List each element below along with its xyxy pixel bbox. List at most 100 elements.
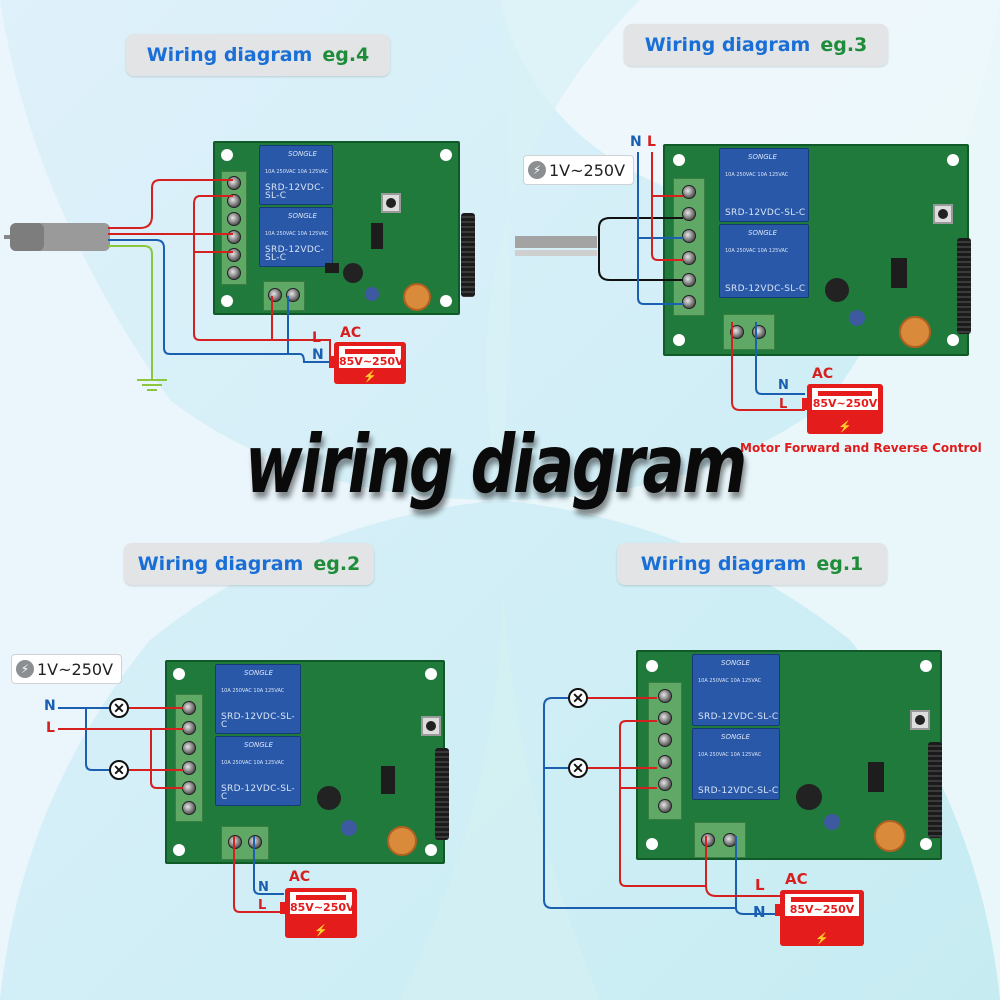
output-terminal-block: [673, 178, 705, 316]
learn-button: [910, 710, 930, 730]
relay-board: SONGLE 10A 250VAC 10A 125VAC SRD-12VDC-S…: [636, 650, 942, 860]
panel-title-eg3: Wiring diagram eg.3: [624, 24, 888, 66]
lightning-icon: ⚡: [815, 933, 829, 945]
relay-spec: 10A 250VAC 10A 125VAC: [265, 169, 329, 175]
title-main-text: Wiring diagram: [640, 553, 807, 575]
relay-model: SRD-12VDC-SL-C: [221, 784, 295, 802]
title-tag-text: eg.2: [313, 553, 361, 575]
relay-module: SONGLE 10A 250VAC 10A 125VAC SRD-12VDC-S…: [215, 664, 301, 734]
relay-model: SRD-12VDC-SL-C: [265, 183, 325, 201]
title-main-text: Wiring diagram: [137, 553, 304, 575]
line-label: L: [755, 876, 765, 894]
relay-brand: SONGLE: [748, 229, 777, 237]
ac-label: AC: [340, 325, 362, 341]
relay-brand: SONGLE: [748, 153, 777, 161]
relay-module: SONGLE 10A 250VAC 10A 125VAC SRD-12VDC-S…: [215, 736, 301, 806]
neutral-label: N: [312, 347, 324, 363]
line-label: L: [46, 720, 55, 736]
relay-module: SONGLE 10A 250VAC 10A 125VAC SRD-12VDC-S…: [259, 145, 333, 205]
lamp-icon: ✕: [568, 758, 588, 778]
ac-label: AC: [289, 869, 311, 885]
relay-brand: SONGLE: [721, 733, 750, 741]
ac-voltage-range: 85V~250V: [812, 397, 878, 410]
lightning-icon: ⚡: [314, 925, 328, 937]
relay-board: SONGLE 10A 250VAC 10A 125VAC SRD-12VDC-S…: [213, 141, 475, 315]
neutral-label: N: [258, 880, 269, 895]
relay-spec: 10A 250VAC 10A 125VAC: [221, 760, 285, 766]
relay-spec: 10A 250VAC 10A 125VAC: [725, 172, 789, 178]
panel-title-eg1: Wiring diagram eg.1: [617, 543, 887, 585]
learn-button: [933, 204, 953, 224]
ac-label: AC: [785, 870, 808, 888]
neutral-label: N: [753, 903, 766, 921]
relay-brand: SONGLE: [288, 150, 317, 158]
ac-voltage-range: 85V~250V: [339, 355, 404, 368]
relay-spec: 10A 250VAC 10A 125VAC: [698, 678, 762, 684]
relay-module: SONGLE 10A 250VAC 10A 125VAC SRD-12VDC-S…: [259, 207, 333, 267]
relay-spec: 10A 250VAC 10A 125VAC: [698, 752, 762, 758]
relay-board: SONGLE 10A 250VAC 10A 125VAC SRD-12VDC-S…: [663, 144, 971, 356]
voltage-badge: ⚡ 1V~250V: [11, 654, 123, 684]
panel-title-eg4: Wiring diagram eg.4: [126, 34, 390, 76]
output-terminal-block: [221, 171, 247, 285]
relay-module: SONGLE 10A 250VAC 10A 125VAC SRD-12VDC-S…: [719, 148, 809, 222]
lightning-icon: ⚡: [528, 161, 546, 179]
line-label: L: [779, 397, 788, 412]
ac-power-source: 85V~250V ⚡: [802, 384, 883, 434]
relay-board: SONGLE 10A 250VAC 10A 125VAC SRD-12VDC-S…: [165, 660, 449, 864]
antenna: [461, 213, 475, 297]
relay-model: SRD-12VDC-SL-C: [698, 786, 779, 796]
ac-power-source: 85V~250V ⚡: [329, 342, 406, 384]
relay-brand: SONGLE: [288, 212, 317, 220]
title-tag-text: eg.4: [322, 44, 370, 66]
lamp-icon: ✕: [568, 688, 588, 708]
ac-voltage-range: 85V~250V: [290, 901, 355, 914]
ac-power-source: 85V~250V ⚡: [775, 890, 864, 946]
relay-spec: 10A 250VAC 10A 125VAC: [221, 688, 285, 694]
lightning-icon: ⚡: [363, 371, 377, 383]
antenna: [435, 748, 449, 840]
line-label: L: [258, 898, 267, 913]
relay-model: SRD-12VDC-SL-C: [725, 208, 806, 218]
relay-brand: SONGLE: [721, 659, 750, 667]
power-terminal-block: [694, 822, 746, 858]
voltage-badge-text: 1V~250V: [37, 659, 114, 679]
relay-model: SRD-12VDC-SL-C: [725, 284, 806, 294]
relay-brand: SONGLE: [244, 741, 273, 749]
ac-voltage-range: 85V~250V: [789, 903, 855, 916]
neutral-label: N: [778, 378, 789, 393]
neutral-label: N: [44, 698, 56, 714]
relay-spec: 10A 250VAC 10A 125VAC: [725, 248, 789, 254]
title-main-text: Wiring diagram: [644, 34, 811, 56]
antenna: [957, 238, 971, 334]
ac-power-source: 85V~250V ⚡: [280, 888, 357, 938]
ac-label: AC: [812, 366, 834, 382]
relay-module: SONGLE 10A 250VAC 10A 125VAC SRD-12VDC-S…: [719, 224, 809, 298]
title-tag-text: eg.1: [816, 553, 864, 575]
relay-brand: SONGLE: [244, 669, 273, 677]
line-label: L: [647, 134, 656, 150]
motor-control-caption: Motor Forward and Reverse Control: [740, 441, 982, 455]
panel-title-eg2: Wiring diagram eg.2: [124, 543, 374, 585]
power-terminal-block: [723, 314, 775, 350]
line-label: L: [312, 330, 321, 346]
lamp-icon: ✕: [109, 760, 129, 780]
relay-model: SRD-12VDC-SL-C: [221, 712, 295, 730]
power-terminal-block: [263, 281, 305, 311]
voltage-badge: ⚡ 1V~250V: [523, 155, 635, 185]
learn-button: [381, 193, 401, 213]
relay-module: SONGLE 10A 250VAC 10A 125VAC SRD-12VDC-S…: [692, 728, 780, 800]
voltage-badge-text: 1V~250V: [549, 160, 626, 180]
lamp-icon: ✕: [109, 698, 129, 718]
relay-spec: 10A 250VAC 10A 125VAC: [265, 231, 329, 237]
main-title: wiring diagram: [245, 418, 747, 511]
lightning-icon: ⚡: [16, 660, 34, 678]
neutral-label: N: [630, 134, 642, 150]
output-terminal-block: [175, 694, 203, 822]
learn-button: [421, 716, 441, 736]
relay-model: SRD-12VDC-SL-C: [265, 245, 325, 263]
relay-model: SRD-12VDC-SL-C: [698, 712, 779, 722]
power-terminal-block: [221, 826, 269, 860]
output-terminal-block: [648, 682, 682, 820]
title-tag-text: eg.3: [820, 34, 868, 56]
